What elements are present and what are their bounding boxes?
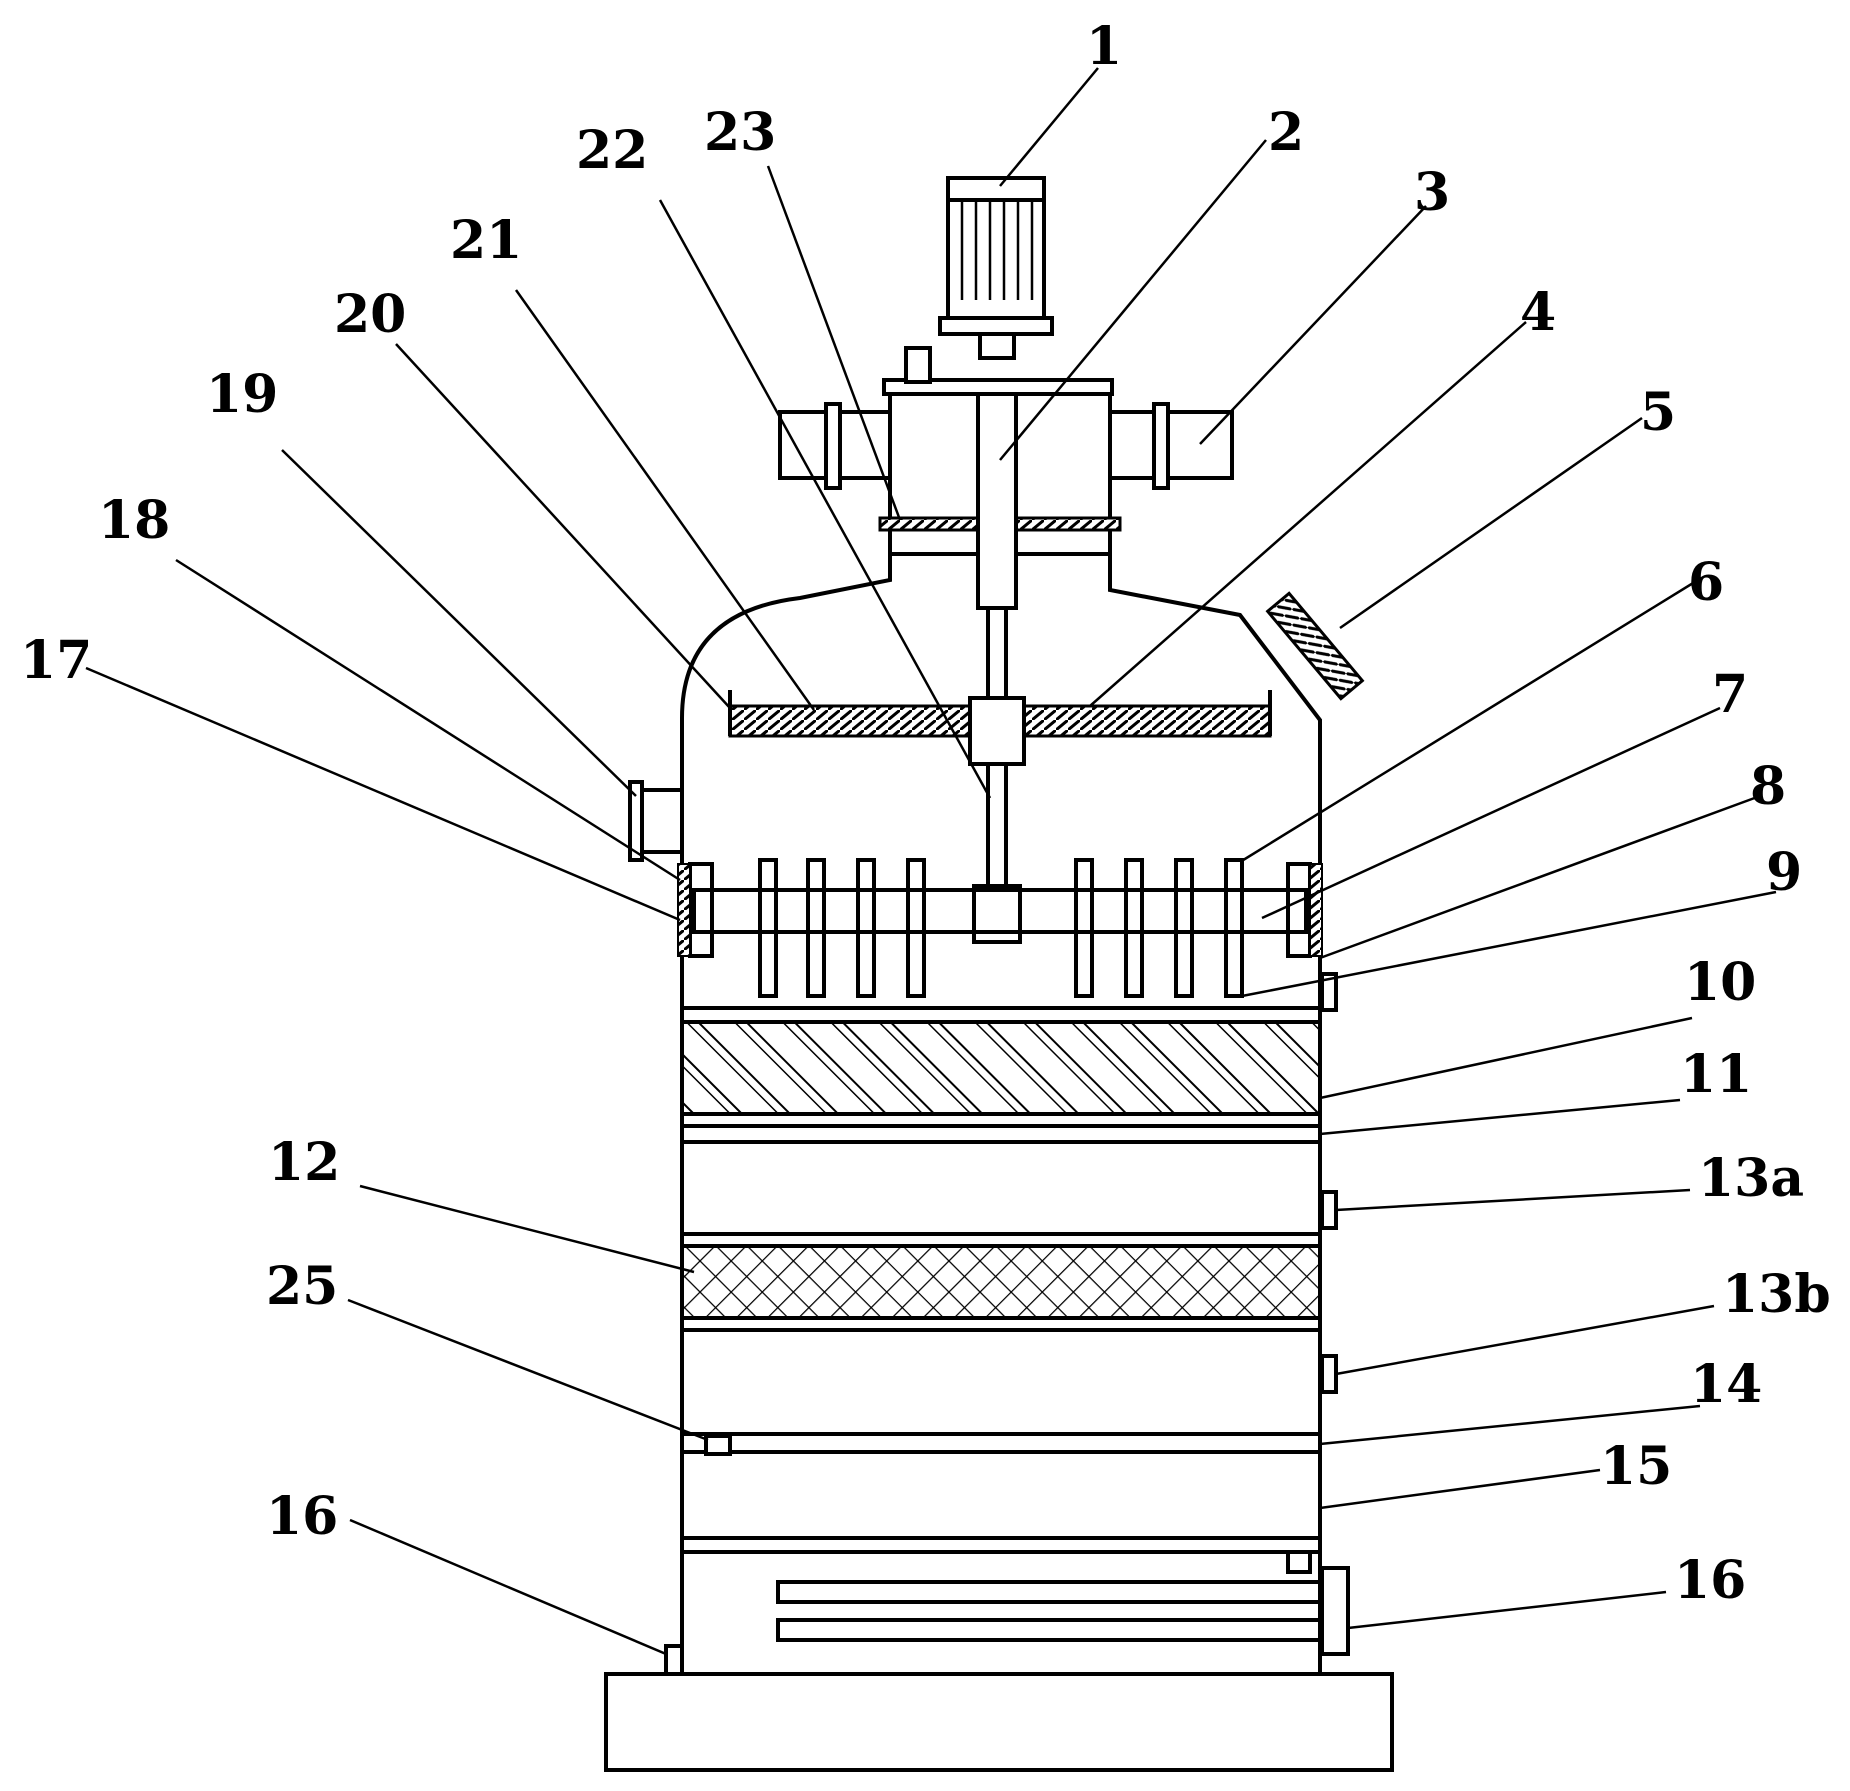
inspection-port bbox=[1265, 591, 1365, 701]
callout-12: 12 bbox=[268, 1132, 340, 1193]
callout-labels: 1 2 3 4 5 6 7 8 9 10 11 13a 13b 14 15 16… bbox=[20, 16, 1831, 1611]
callout-23: 22 bbox=[576, 120, 648, 181]
scraper-teeth bbox=[692, 858, 1308, 998]
callout-7: 7 bbox=[1712, 664, 1748, 725]
seal-left bbox=[677, 863, 691, 957]
motor-base bbox=[938, 316, 1054, 336]
callout-4: 4 bbox=[1520, 282, 1556, 343]
chamber-nozzle bbox=[904, 346, 932, 384]
callout-11: 11 bbox=[1680, 1044, 1752, 1105]
callout-8: 8 bbox=[1750, 756, 1786, 817]
callout-6: 6 bbox=[1688, 552, 1724, 613]
port-9 bbox=[1320, 972, 1338, 1012]
mesh-layer bbox=[680, 1244, 1322, 1320]
motor-cap bbox=[946, 176, 1046, 202]
callout-1: 1 bbox=[1086, 16, 1122, 77]
side-nozzle-flange bbox=[628, 780, 644, 862]
drain-17 bbox=[664, 1644, 684, 1676]
callout-16: 16 bbox=[1674, 1550, 1746, 1611]
callout-24: 23 bbox=[704, 102, 776, 163]
media-plate-top bbox=[680, 1006, 1322, 1024]
callout-22: 21 bbox=[450, 210, 522, 271]
callout-2: 2 bbox=[1268, 102, 1304, 163]
callout-21: 20 bbox=[334, 284, 406, 345]
callout-3: 3 bbox=[1414, 162, 1450, 223]
side-nozzle bbox=[638, 788, 684, 854]
leader-lines bbox=[85, 67, 1777, 1656]
motor-fins bbox=[960, 200, 1034, 300]
mesh-plate-bottom bbox=[680, 1316, 1322, 1332]
base-plinth bbox=[604, 1672, 1394, 1772]
callout-13b: 13b bbox=[1722, 1264, 1831, 1325]
callout-19: 18 bbox=[98, 490, 170, 551]
small-box-lower bbox=[1286, 1550, 1312, 1574]
right-duct bbox=[1108, 410, 1234, 480]
plate-lower bbox=[680, 1536, 1322, 1554]
heater-tube-2 bbox=[776, 1618, 1322, 1642]
seal-right bbox=[1309, 863, 1323, 957]
shaft-upper bbox=[976, 392, 1018, 610]
callout-15: 15 bbox=[1600, 1436, 1672, 1497]
callout-18: 17 bbox=[20, 630, 92, 691]
right-duct-flange bbox=[1152, 402, 1170, 490]
callout-13a: 13a bbox=[1698, 1148, 1804, 1209]
callout-10: 10 bbox=[1684, 952, 1756, 1013]
plate-14 bbox=[680, 1432, 1322, 1454]
callout-5: 5 bbox=[1640, 382, 1676, 443]
port-13a bbox=[1320, 1190, 1338, 1230]
heater-terminal bbox=[1320, 1566, 1350, 1656]
left-duct-flange bbox=[824, 402, 842, 490]
callout-17: 16 bbox=[266, 1486, 338, 1547]
callout-14: 14 bbox=[1690, 1354, 1762, 1415]
valve-25 bbox=[704, 1434, 732, 1456]
callout-20: 19 bbox=[206, 364, 278, 425]
coupling bbox=[978, 332, 1016, 360]
arm-hub bbox=[968, 696, 1026, 766]
media-plate-11 bbox=[680, 1124, 1322, 1144]
heater-tube-1 bbox=[776, 1580, 1322, 1604]
callout-9: 9 bbox=[1766, 842, 1802, 903]
callout-25: 25 bbox=[266, 1256, 338, 1317]
hatched-media-layer bbox=[680, 1020, 1322, 1116]
port-13b bbox=[1320, 1354, 1338, 1394]
